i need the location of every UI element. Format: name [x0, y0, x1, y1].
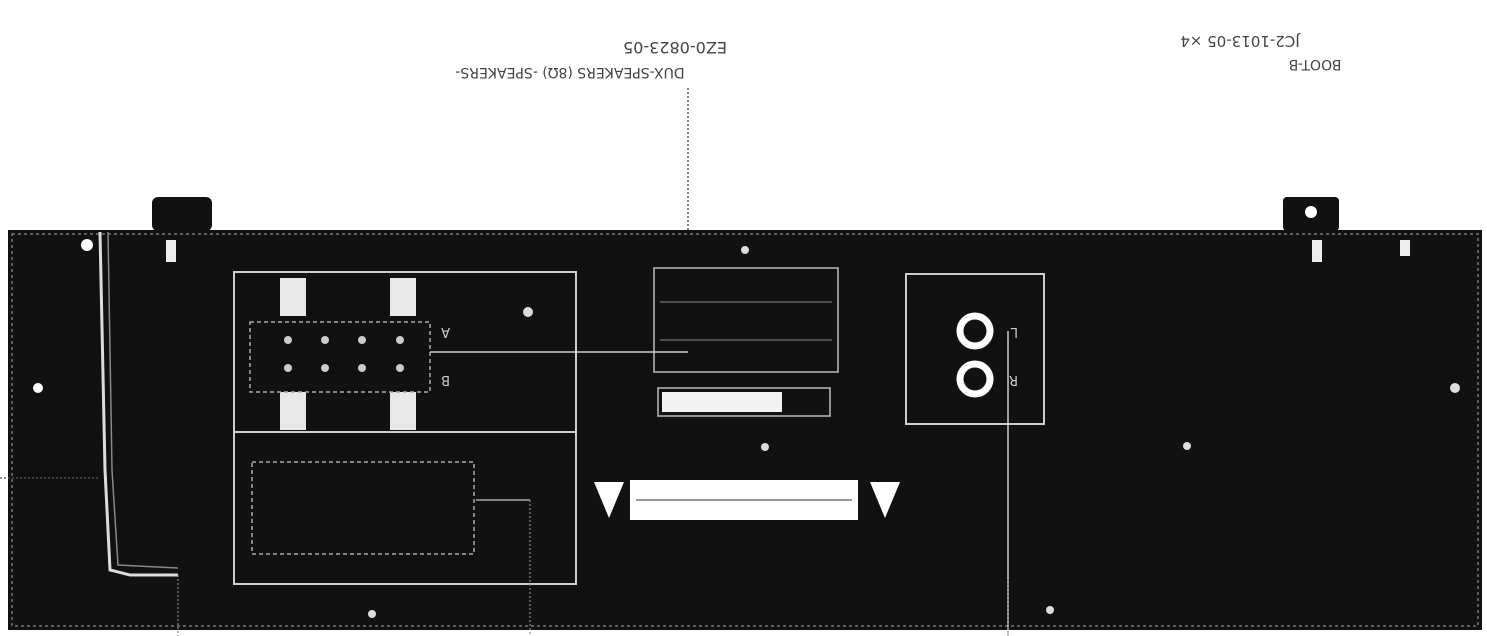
callout-top-right-code: JC2-1013-05 ×4 [1180, 32, 1300, 50]
foot-right-screw [1305, 206, 1317, 218]
speaker-terminal-block [233, 271, 577, 585]
callout-top-center: EZ0-0823-05 DUX-SPEAKERS (8Ω) -SPEAKERS- [455, 38, 727, 80]
model-plate [657, 387, 831, 417]
rear-panel [8, 230, 1482, 630]
jack-block [905, 273, 1045, 425]
tab-right [1312, 240, 1322, 262]
screw-icon [81, 239, 93, 251]
rca-jack-l [956, 312, 994, 350]
screw-icon [523, 307, 533, 317]
callout-top-center-desc: DUX-SPEAKERS (8Ω) -SPEAKERS- [455, 64, 684, 80]
callout-top-right: JC2-1013-05 ×4 BOOT-B [1180, 32, 1341, 72]
speaker-label-a: A [441, 324, 450, 339]
terminal-holes [284, 336, 404, 372]
warning-triangle-right [870, 482, 900, 518]
terminal-top-right [390, 278, 416, 316]
speaker-label-b: B [441, 372, 450, 387]
terminal-strip [249, 321, 431, 393]
screw-icon [741, 246, 749, 254]
terminal-top-left [280, 278, 306, 316]
screw-icon [1450, 383, 1460, 393]
screw-icon [1183, 442, 1191, 450]
model-plate-fill [662, 392, 782, 412]
tab-left [166, 240, 176, 262]
rca-jack-r [956, 360, 994, 398]
tab-right-2 [1400, 240, 1410, 256]
foot-left [152, 197, 212, 231]
rear-panel-border [11, 233, 1479, 627]
jack-label-r: R [1009, 372, 1018, 387]
label-window [251, 461, 475, 555]
power-cord [98, 231, 178, 577]
callout-top-right-desc: BOOT-B [1289, 56, 1342, 72]
callout-top-center-code: EZ0-0823-05 [623, 38, 727, 57]
jack-label-l: L [1010, 324, 1018, 339]
screw-icon [33, 383, 43, 393]
terminal-bottom-left [280, 392, 306, 430]
warning-triangle-left [594, 482, 624, 518]
screw-icon [761, 443, 769, 451]
screw-icon [368, 610, 376, 618]
terminal-bottom-right [390, 392, 416, 430]
screw-icon [1046, 606, 1054, 614]
power-cord-inner [107, 231, 179, 569]
rating-label [653, 267, 839, 373]
